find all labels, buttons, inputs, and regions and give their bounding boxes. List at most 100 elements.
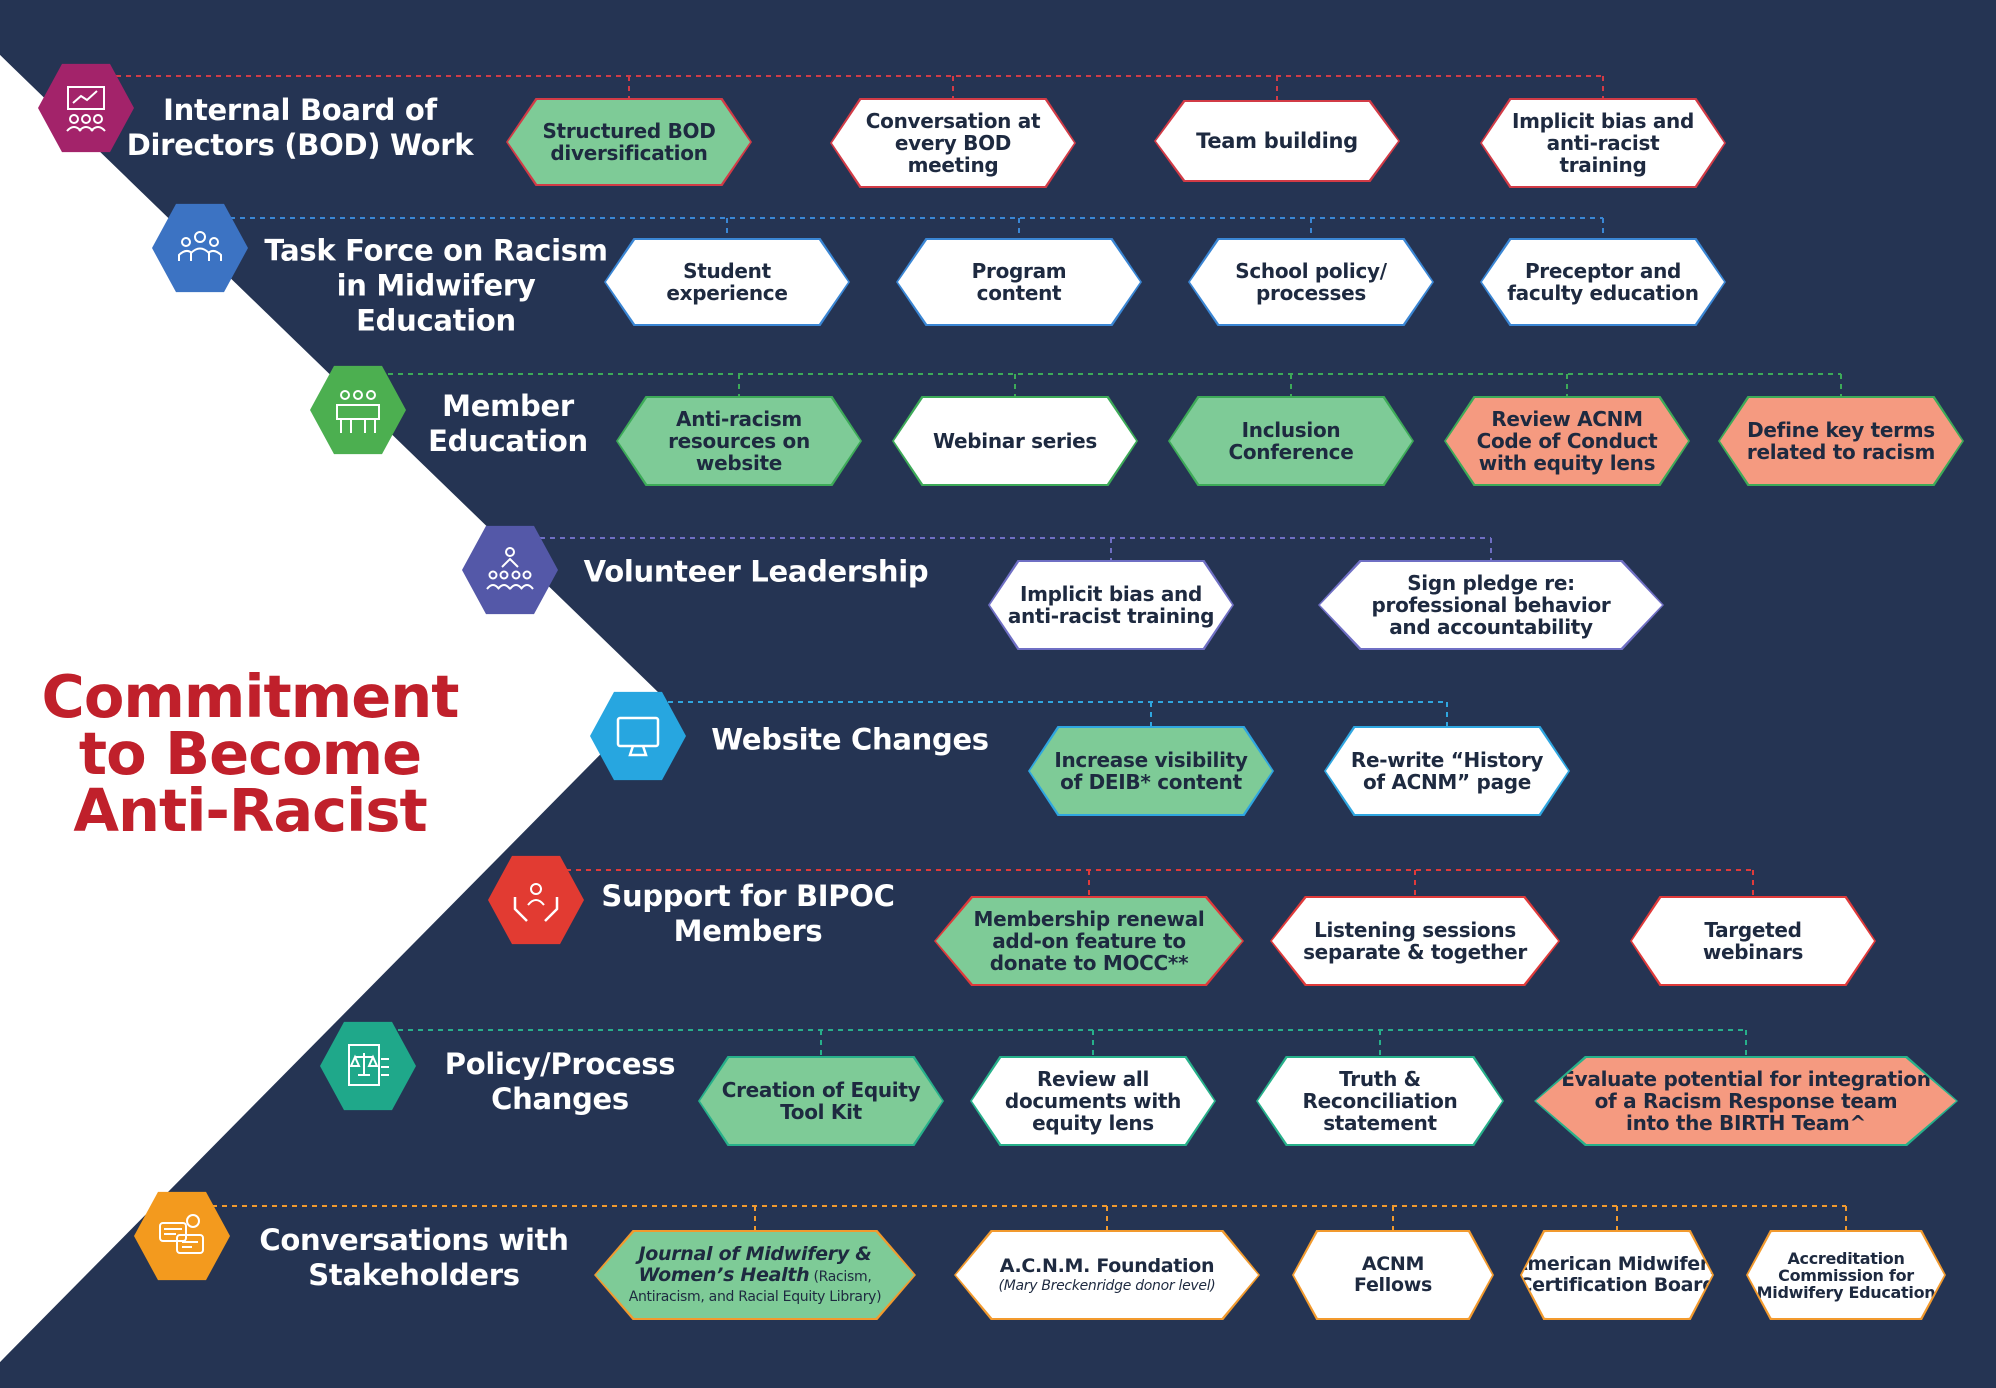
pill-line: with equity lens — [1477, 452, 1658, 474]
pill-line: webinars — [1702, 940, 1804, 964]
pill-line-text: American Midwifery — [1512, 1253, 1722, 1275]
pill-line: Tool Kit — [722, 1101, 921, 1123]
row-label-volunteer-leadership: Volunteer Leadership — [584, 555, 929, 590]
row-label-line: Changes — [491, 1082, 629, 1116]
pill-line: Inclusion — [1228, 419, 1353, 441]
pill-line: and accountability — [1372, 616, 1611, 638]
row-label-line: Volunteer Leadership — [583, 554, 929, 589]
pill-line-text: Implicit bias and — [1511, 109, 1695, 133]
scales-document-icon — [320, 1021, 416, 1111]
pill-line-text: with equity lens — [1478, 451, 1656, 475]
pill-line-text: Targeted — [1704, 918, 1802, 942]
pill-line-text: webinars — [1702, 940, 1804, 964]
pill-line-text: faculty education — [1507, 281, 1699, 305]
row-label-line: in Midwifery — [336, 268, 536, 303]
pill-line: faculty education — [1507, 281, 1699, 305]
pill-line-text: Truth & — [1339, 1067, 1421, 1091]
pill-line-text: Inclusion — [1241, 418, 1341, 442]
pill-line-text: of a Racism Response team — [1594, 1089, 1898, 1113]
pill-line-text: Team building — [1196, 128, 1358, 153]
pill-line-text: processes — [1256, 281, 1366, 305]
pill-line: donate to MOCC** — [974, 952, 1205, 974]
pill-line: of a Racism Response team — [1561, 1090, 1930, 1112]
pill-line-text: add-on feature to — [992, 929, 1186, 953]
pill-line-text: Evaluate potential for integration — [1561, 1067, 1931, 1091]
pill-line: Reconciliation — [1303, 1090, 1458, 1112]
title-line: to Become — [78, 719, 422, 788]
pill-line-text: of ACNM” page — [1362, 770, 1532, 794]
pill-subtext-inline: (Racism, — [809, 1269, 872, 1285]
conversation-gear-icon — [134, 1191, 230, 1281]
pill-line-text: anti-racist — [1546, 131, 1660, 155]
pill-line-text: documents with — [1004, 1089, 1182, 1113]
pill-line: processes — [1235, 282, 1387, 304]
pill-line-text: statement — [1323, 1111, 1437, 1135]
pill-line-text: Creation of Equity — [721, 1078, 921, 1102]
pill-line: equity lens — [1005, 1112, 1181, 1134]
pill-line: statement — [1303, 1112, 1458, 1134]
row-label-line: Directors (BOD) Work — [126, 128, 474, 162]
pill-line: Certification Board — [1522, 1275, 1712, 1296]
pill-line: Creation of Equity — [722, 1079, 921, 1101]
pill-line: Structured BOD — [542, 120, 715, 142]
pill-line-text: anti-racist training — [1007, 604, 1215, 628]
pill-line-text: diversification — [550, 141, 708, 165]
pill-line-text: Review all — [1036, 1067, 1150, 1091]
pill-line: of DEIB* content — [1054, 771, 1247, 793]
pill-line-text: of DEIB* content — [1060, 770, 1242, 794]
row-label-line: Education — [356, 303, 516, 338]
pill-line: Code of Conduct — [1477, 430, 1658, 452]
pill-line-text: School policy/ — [1235, 259, 1387, 283]
pill-line: Review all — [1005, 1068, 1181, 1090]
pill-line: Conference — [1228, 441, 1353, 463]
pill-line: Re-write “History — [1351, 749, 1544, 771]
pill-line: content — [972, 282, 1067, 304]
pill-line: every BOD — [866, 132, 1040, 154]
pill-line: into the BIRTH Team^ — [1561, 1112, 1930, 1134]
pill-line: Define key terms — [1747, 419, 1935, 441]
row-label-line: Support for BIPOC — [601, 879, 895, 913]
white-chevron — [0, 55, 640, 1362]
pill-line-text: Preceptor and — [1524, 259, 1682, 283]
pill-line: Preceptor and — [1507, 260, 1698, 282]
pill-line: Midwifery Education — [1757, 1284, 1936, 1301]
title-line: Anti-Racist — [73, 776, 427, 845]
pill-subtext: Antiracism, and Racial Equity Library) — [628, 1289, 882, 1305]
pill-conversations-with-stakeholders: A.C.N.M. Foundation(Mary Breckenridge do… — [956, 1232, 1258, 1318]
pill-line: Fellows — [1354, 1275, 1432, 1296]
pill-line-text: Webinar series — [932, 429, 1098, 453]
pill-line-text: website — [695, 451, 783, 475]
pill-task-force-on-racism-in-midwifery-education: School policy/processes — [1190, 240, 1432, 324]
pill-line-text: ACNM — [1361, 1253, 1425, 1275]
pill-text: Webinar series — [933, 430, 1097, 452]
pill-text: A.C.N.M. Foundation(Mary Breckenridge do… — [999, 1255, 1216, 1295]
pill-line-text: Women’s Health — [638, 1264, 810, 1286]
